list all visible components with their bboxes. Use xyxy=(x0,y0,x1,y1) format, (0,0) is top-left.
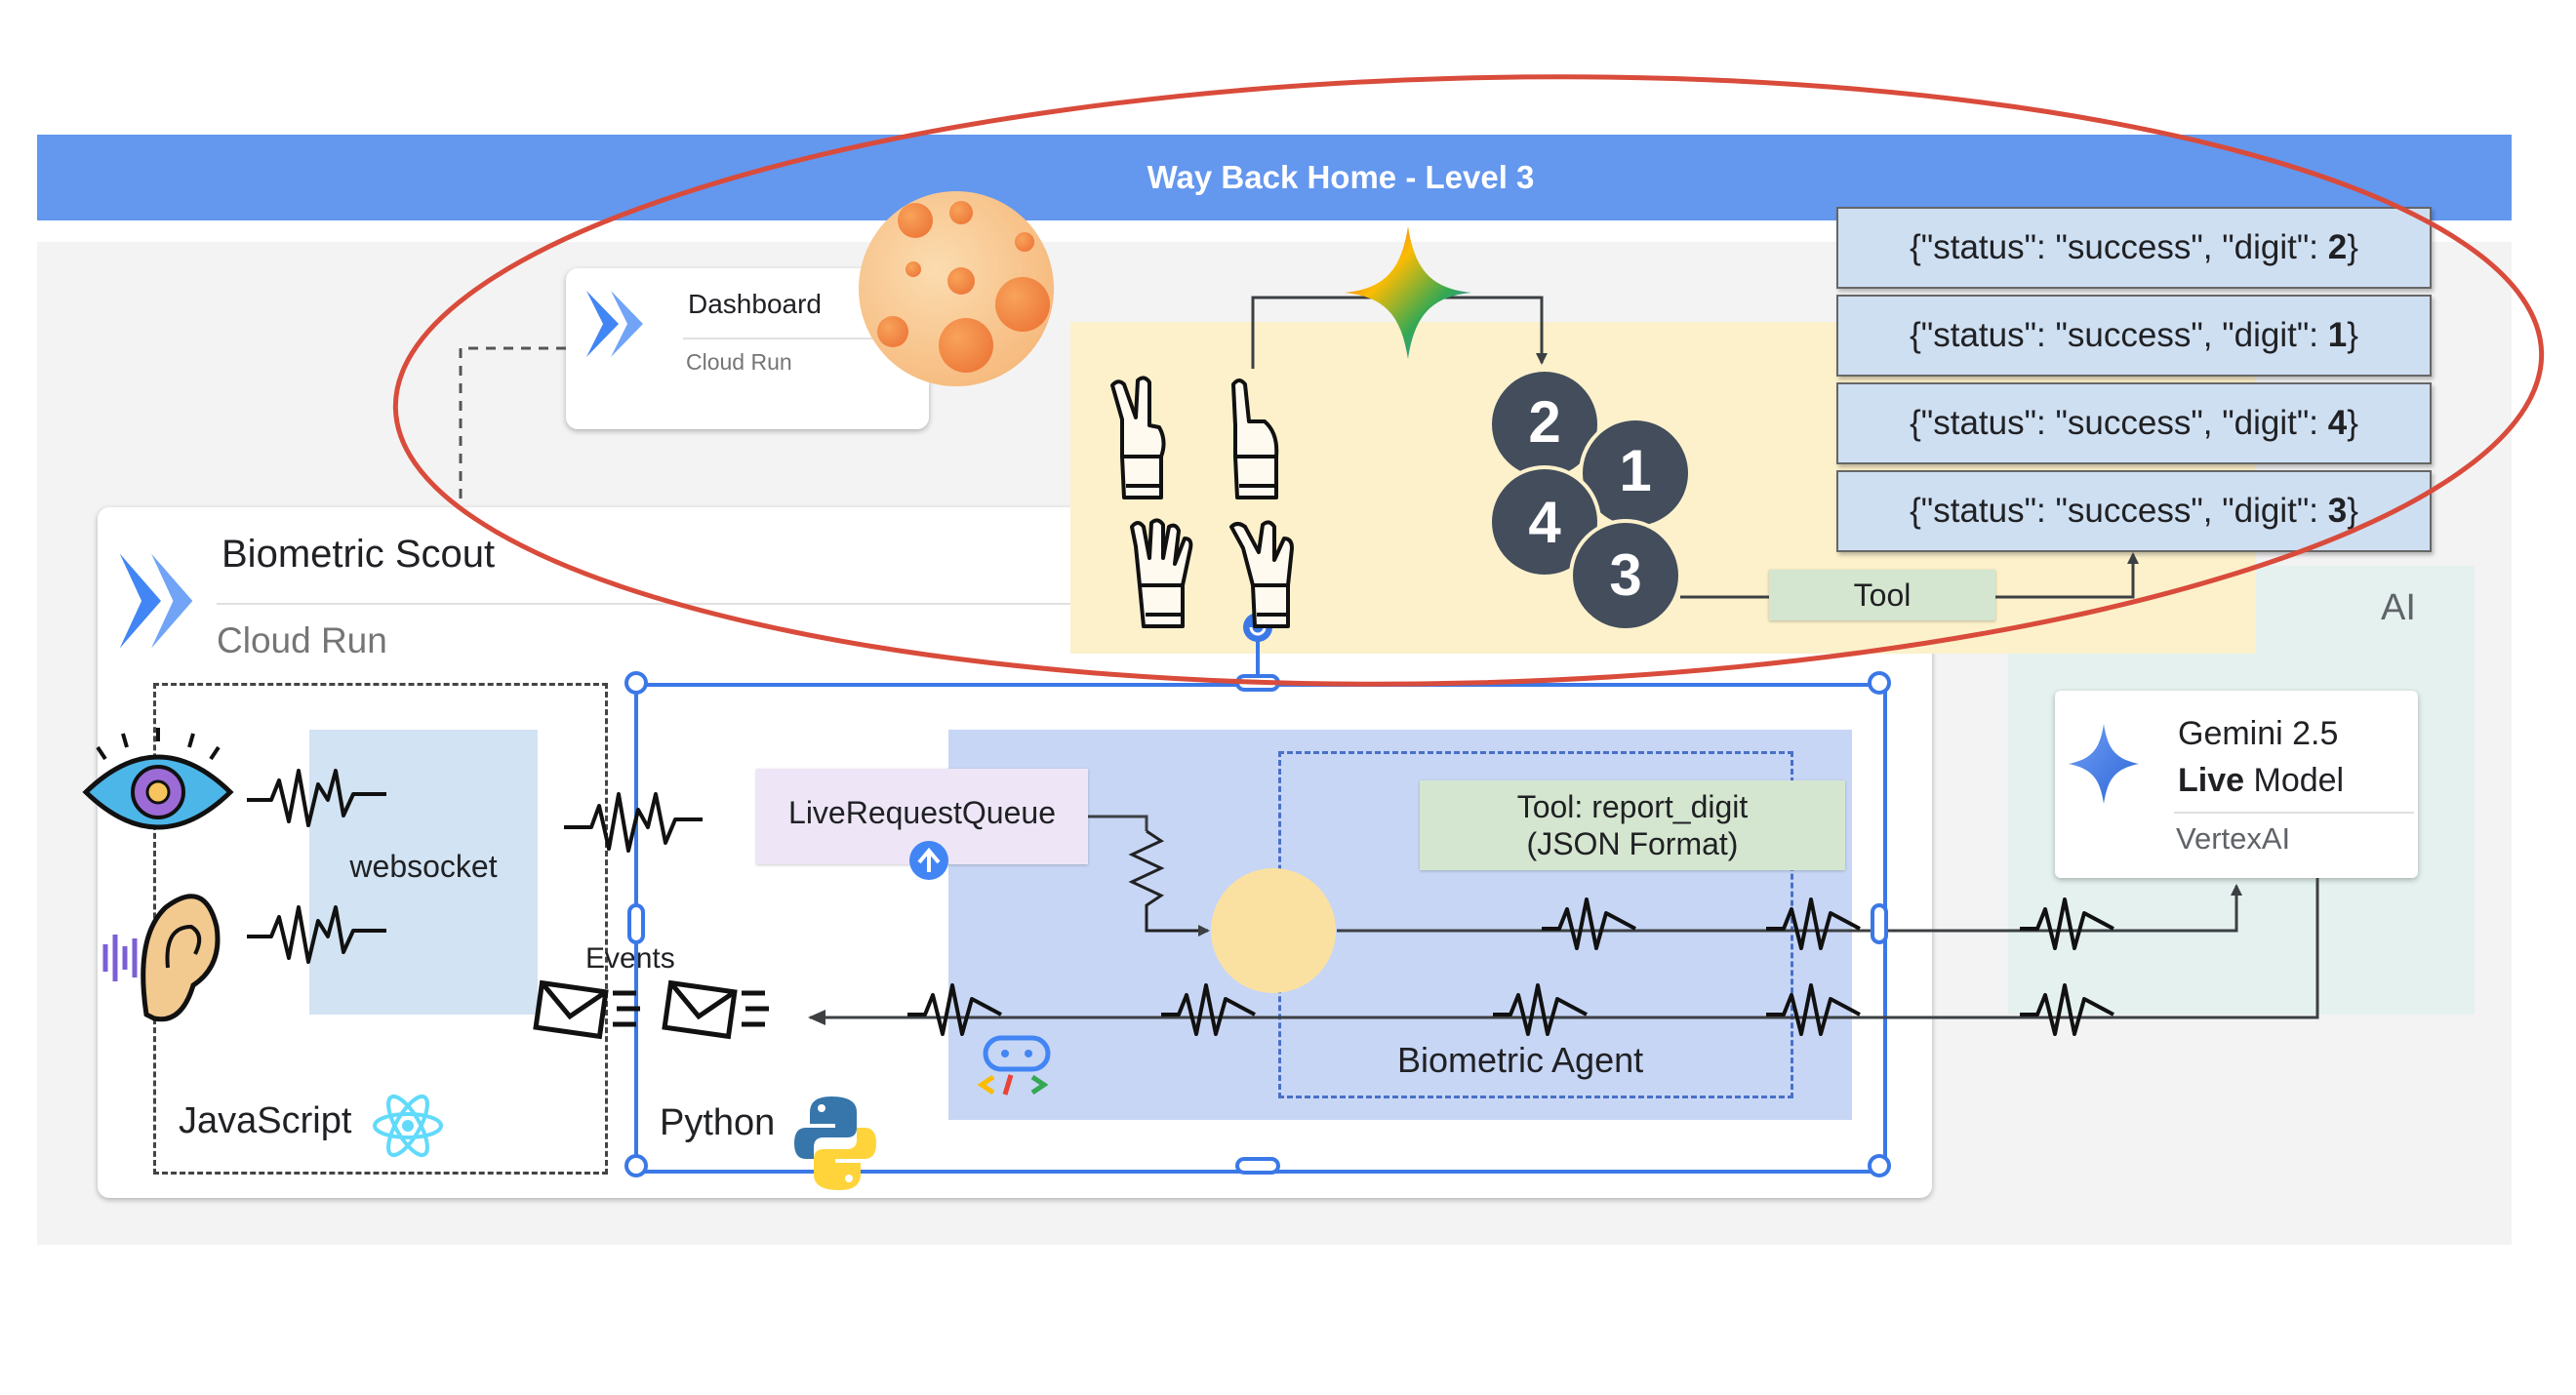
banner-title: Way Back Home - Level 3 xyxy=(1147,159,1535,195)
hand-gesture-icon xyxy=(1229,520,1294,628)
dashboard-subtitle: Cloud Run xyxy=(686,349,792,375)
waveform-icon xyxy=(564,792,703,853)
response-flow-line xyxy=(808,878,2319,1025)
result-suffix: } xyxy=(2347,228,2358,266)
result-prefix: {"status": "success", "digit": xyxy=(1910,492,2328,530)
model-rest: Model xyxy=(2244,762,2345,799)
waveform-icon xyxy=(1542,897,1636,950)
dashboard-title: Dashboard xyxy=(688,289,822,319)
hand-gesture-icon xyxy=(1130,518,1193,628)
digit-label: 4 xyxy=(1528,490,1561,555)
waveform-icon xyxy=(2020,897,2114,950)
result-prefix: {"status": "success", "digit": xyxy=(1910,404,2328,442)
dashboard-connector xyxy=(459,346,566,507)
python-icon xyxy=(794,1096,876,1190)
model-live-word: Live xyxy=(2178,762,2245,799)
waveform-icon xyxy=(2020,983,2114,1036)
python-label: Python xyxy=(660,1102,776,1143)
waveform-icon xyxy=(907,983,1002,1036)
model-name-line1: Gemini 2.5 xyxy=(2178,715,2339,752)
report-digit-tool-label: Tool: report_digit (JSON Format) xyxy=(1516,789,1749,861)
result-suffix: } xyxy=(2347,404,2358,442)
digit-circle xyxy=(1488,465,1601,578)
waveform-icon xyxy=(1161,983,1256,1036)
waveform-icon xyxy=(1493,983,1588,1036)
moon-icon xyxy=(859,191,1054,386)
agent-core[interactable] xyxy=(1211,868,1336,993)
ai-label: AI xyxy=(2381,587,2416,628)
eye-icon xyxy=(82,728,234,830)
gemini-sparkle-icon xyxy=(2069,724,2139,804)
title-banner xyxy=(37,135,2512,220)
javascript-label: JavaScript xyxy=(179,1100,352,1141)
events-label: Events xyxy=(585,942,675,975)
ear-icon xyxy=(102,894,221,1022)
divider xyxy=(217,603,1085,605)
digit-label: 2 xyxy=(1528,389,1560,455)
hand-gesture-icon xyxy=(1231,379,1279,499)
result-digit: 4 xyxy=(2327,404,2348,442)
gemini-model-name: Gemini 2.5 Live Model xyxy=(2178,710,2344,804)
request-flow-line xyxy=(1337,884,2242,933)
digit-label: 3 xyxy=(1609,542,1641,608)
cloud-run-subtitle: Cloud Run xyxy=(217,620,387,660)
digit-label: 1 xyxy=(1619,438,1651,503)
biometric-agent-label: Biometric Agent xyxy=(1397,1040,1644,1080)
react-icon xyxy=(373,1094,443,1158)
result-json-box: {"status": "success", "digit": 2} xyxy=(1836,207,2432,289)
gemini-model-card[interactable] xyxy=(2055,691,2418,878)
digit-circle xyxy=(1569,519,1682,632)
result-json-box: {"status": "success", "digit": 3} xyxy=(1836,470,2432,552)
result-suffix: } xyxy=(2347,492,2358,530)
report-digit-tool-box[interactable] xyxy=(1420,780,1845,870)
upload-icon[interactable] xyxy=(909,841,948,880)
websocket-label: websocket xyxy=(349,849,498,884)
result-prefix: {"status": "success", "digit": xyxy=(1910,316,2328,354)
cloud-run-title: Biometric Scout xyxy=(221,533,496,576)
tool-label: Tool xyxy=(1853,578,1912,613)
selection-handles[interactable] xyxy=(624,671,1891,1177)
gemini-platform: VertexAI xyxy=(2176,821,2291,856)
queue-connector xyxy=(1088,815,1148,831)
digit-cluster: 2 1 4 3 xyxy=(1488,368,1692,632)
envelope-icon xyxy=(533,979,640,1040)
waveform-icon xyxy=(1766,983,1861,1036)
result-digit: 2 xyxy=(2327,228,2348,266)
tool-box[interactable] xyxy=(1769,570,1995,620)
cloud-run-icon xyxy=(119,553,193,649)
cloud-run-icon xyxy=(586,291,643,357)
result-digit: 3 xyxy=(2327,492,2348,530)
adk-icon xyxy=(977,1035,1051,1096)
result-prefix: {"status": "success", "digit": xyxy=(1910,228,2328,266)
tool-output-connector xyxy=(1995,552,2139,599)
model-name-line2: Live Model xyxy=(2178,757,2344,804)
result-suffix: } xyxy=(2347,316,2358,354)
result-digit: 1 xyxy=(2327,316,2348,354)
hand-gesture-icon xyxy=(1110,376,1166,499)
waveform-icon xyxy=(247,905,386,964)
result-json-box: {"status": "success", "digit": 4} xyxy=(1836,382,2432,464)
divider xyxy=(2174,812,2414,814)
divider xyxy=(683,338,917,339)
waveform-icon xyxy=(247,769,386,827)
live-request-queue-label: LiveRequestQueue xyxy=(788,795,1056,830)
highlight-ellipse xyxy=(392,74,2545,687)
websocket-box[interactable] xyxy=(309,730,538,1015)
waveform-icon xyxy=(1766,897,1861,950)
waveforms xyxy=(247,769,2114,1036)
spring-connector xyxy=(1128,829,1210,937)
envelope-icon xyxy=(662,979,769,1040)
result-json-box: {"status": "success", "digit": 1} xyxy=(1836,295,2432,377)
gemini-sparkle-icon xyxy=(1345,226,1471,359)
